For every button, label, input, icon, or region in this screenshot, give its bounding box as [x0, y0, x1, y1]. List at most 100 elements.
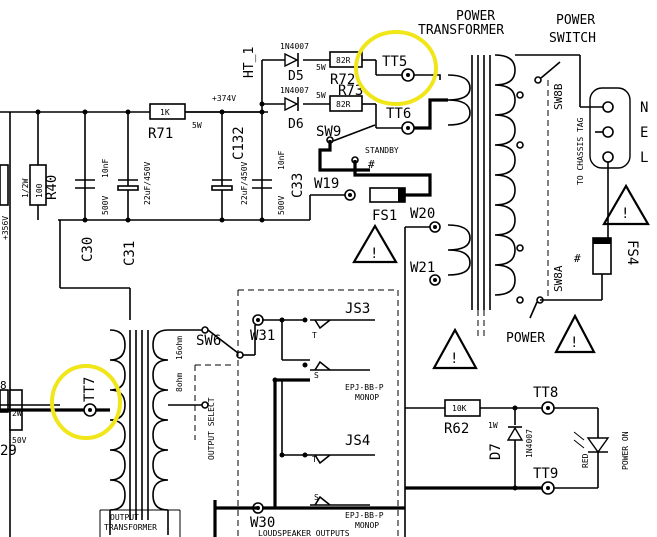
diode-d5: 1N4007 D5 — [280, 42, 309, 84]
left-b-label: 8 — [0, 379, 7, 392]
js3-s-label: S — [314, 371, 319, 380]
sw9-label: SW9 — [316, 124, 341, 140]
junction-dots — [35, 101, 518, 491]
power-transformer-title-2: TRANSFORMER — [418, 23, 504, 38]
c30-rating: 500V — [101, 196, 110, 215]
output-transformer: OUTPUT TRANSFORMER 16ohm 8ohm — [90, 329, 205, 537]
c31-name: C31 — [122, 241, 138, 266]
left-edge-components: 8 2W 50V 29 — [0, 164, 90, 459]
capacitor-c33: C33 10nF 500V — [252, 151, 306, 215]
r73-value: 82R — [336, 100, 351, 109]
capacitor-c30: C30 10nF 500V — [75, 159, 110, 262]
tt7-highlight-circle — [50, 364, 122, 440]
c132-name: C132 — [231, 126, 247, 160]
d7-name: D7 — [488, 443, 504, 460]
d6-name: D6 — [288, 117, 304, 132]
loudspeaker-outputs: LOUDSPEAKER OUTPUTS W31 W30 JS3 T S EPJ-… — [237, 289, 405, 537]
tap-16ohm-label: 16ohm — [175, 336, 184, 360]
output-transformer-title-1: OUTPUT — [110, 513, 139, 522]
sw8a-hash: # — [574, 252, 581, 265]
schematic-text: ! — [450, 351, 458, 367]
js3-part-2: MONOP — [355, 393, 379, 402]
power-switch: POWER SWITCH SW8B SW8A # — [515, 13, 596, 319]
js3-label: JS3 — [345, 301, 370, 317]
r71-name: R71 — [148, 126, 173, 142]
left-50v-label: 50V — [12, 436, 27, 445]
hv-rail-wires — [0, 59, 448, 537]
capacitor-c31: C31 22uF/450V — [117, 161, 152, 266]
power-on-indicator: 10K R62 1W D7 1N4007 TT8 TT9 RED POWER O… — [405, 385, 630, 495]
schematic-text: ! — [621, 206, 629, 222]
sw8b-label: SW8B — [552, 83, 565, 110]
wire-w21: W21 — [410, 260, 441, 286]
schematic-text: ! — [570, 335, 578, 351]
tt6-label: TT6 — [386, 106, 411, 122]
js4-s-label: S — [314, 493, 319, 502]
c33-rating: 500V — [277, 196, 286, 215]
output-select-label: OUTPUT SELECT — [207, 397, 216, 460]
r40-rating: 1/2W — [21, 179, 30, 198]
mains-terminals: N E L TO CHASSIS TAG — [576, 55, 648, 238]
loudspeaker-outputs-label: LOUDSPEAKER OUTPUTS — [258, 529, 350, 537]
r62-value: 10K — [452, 404, 467, 413]
power-transformer-title-1: POWER — [456, 9, 495, 24]
test-point-tt5: TT5 — [382, 54, 415, 82]
diode-d6: 1N4007 D6 — [280, 86, 309, 132]
chassis-tag-label: TO CHASSIS TAG — [576, 117, 585, 185]
tt7-label: TT7 — [82, 377, 98, 402]
w19-label: W19 — [314, 176, 339, 192]
warning-icon: ! — [602, 183, 650, 226]
warning-icon: ! — [352, 223, 398, 264]
c30-value: 10nF — [101, 159, 110, 178]
d5-name: D5 — [288, 69, 304, 84]
mains-e-label: E — [640, 125, 648, 141]
resistor-r73: 82R 5W R73 — [316, 83, 363, 112]
w30-label: W30 — [250, 515, 275, 531]
tt8-label: TT8 — [533, 385, 558, 401]
d6-part: 1N4007 — [280, 86, 309, 95]
js4-part-2: MONOP — [355, 521, 379, 530]
r40-name: R40 — [44, 175, 60, 200]
wire-w20: W20 — [410, 206, 441, 233]
warning-icon: ! — [432, 327, 478, 370]
d7-part: 1N4007 — [525, 429, 534, 458]
r71-rating: 5W — [192, 121, 202, 130]
js3-part-1: EPJ-BB-P — [345, 383, 384, 392]
tt5-highlight-circle — [354, 30, 438, 106]
led-color: RED — [581, 453, 590, 468]
mains-l-label: L — [640, 150, 648, 166]
tt9-label: TT9 — [533, 466, 558, 482]
tt5-label: TT5 — [382, 54, 407, 70]
standby-label: STANDBY — [365, 146, 399, 155]
test-point-tt6: TT6 — [386, 106, 415, 135]
c33-name: C33 — [290, 173, 306, 198]
fuse-fs1: W19 FS1 — [314, 176, 406, 224]
power-on-label: POWER ON — [621, 431, 630, 470]
sw8a-label: SW8A — [552, 265, 565, 292]
sw6-label: SW6 — [196, 333, 221, 349]
resistor-r72: 82R 5W R72 — [316, 51, 363, 88]
capacitor-c132: C132 22uF/450V — [211, 126, 249, 205]
left-r29-label: 29 — [0, 443, 17, 459]
js3-t-label: T — [312, 331, 317, 340]
r62-rating: 1W — [488, 421, 498, 430]
power-switch-title-2: SWITCH — [549, 31, 596, 46]
sw9-hash: # — [368, 158, 375, 171]
w20-label: W20 — [410, 206, 435, 222]
r40-value: 100 — [35, 183, 44, 198]
output-transformer-title-2: TRANSFORMER — [104, 523, 157, 532]
r72-name: R72 — [330, 72, 355, 88]
schematic-text: ! — [370, 246, 378, 262]
power-transformer: POWER TRANSFORMER — [418, 9, 516, 340]
w31-label: W31 — [250, 328, 275, 344]
js4-part-1: EPJ-BB-P — [345, 511, 384, 520]
js4-label: JS4 — [345, 433, 370, 449]
r71-value: 1K — [160, 108, 170, 117]
w21-label: W21 — [410, 260, 435, 276]
c30-name: C30 — [80, 237, 96, 262]
switch-sw6: SW6 OUTPUT SELECT — [194, 325, 256, 460]
r73-name: R73 — [338, 83, 363, 99]
switch-sw9: SW9 STANDBY # — [316, 124, 432, 197]
fuse-fs4: FS4 — [540, 237, 640, 301]
